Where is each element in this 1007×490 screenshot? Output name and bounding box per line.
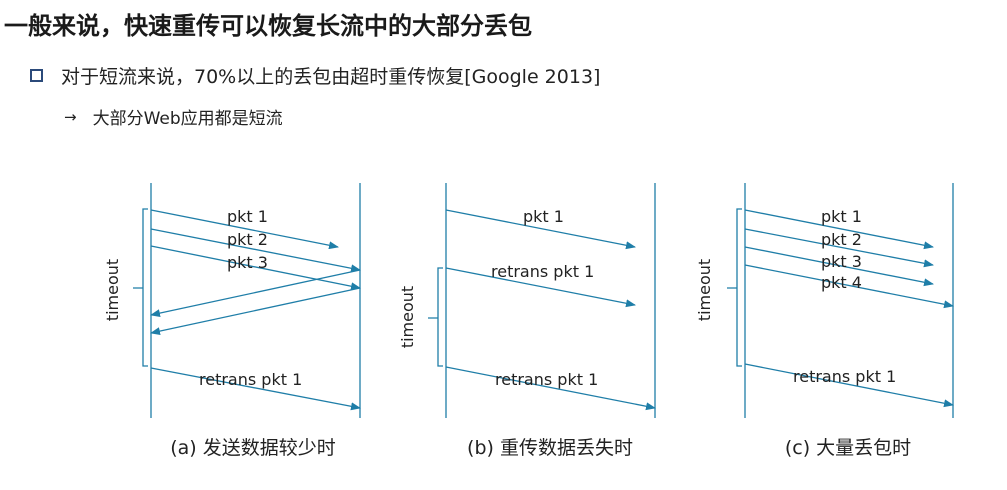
timeout-label: timeout [103,259,122,321]
square-bullet-icon [30,69,43,82]
packet-label: pkt 4 [821,273,862,292]
retrans-label: retrans pkt 1 [495,370,598,389]
slide-title: 一般来说，快速重传可以恢复长流中的大部分丢包 [4,12,532,40]
packet-label: pkt 1 [227,207,268,226]
packet-arrow [744,246,934,287]
diagram-caption: (b) 重传数据丢失时 [467,437,633,459]
ack-arrow [150,269,361,318]
packet-label: pkt 1 [821,207,862,226]
packet-arrow [744,209,934,250]
packet-arrow [744,264,954,309]
retrans-arrow [445,267,636,308]
packet-arrow [150,228,361,273]
packet-arrow [445,209,636,250]
diagram-caption: (a) 发送数据较少时 [170,437,336,459]
ack-arrow [150,287,361,336]
timeout-label: timeout [695,259,714,321]
packet-label: pkt 1 [523,207,564,226]
bullet-item: 对于短流来说，70%以上的丢包由超时重传恢复[Google 2013] [30,62,600,89]
bullet-text: 对于短流来说，70%以上的丢包由超时重传恢复[Google 2013] [61,66,601,88]
retrans-arrow [150,367,361,411]
diagram-c: timeout pkt 1 pkt 2 pkt 3 pkt 4 retrans … [695,183,954,459]
retrans-arrow [744,363,954,408]
packet-arrow [150,209,339,250]
arrow-bullet-icon: → [64,107,77,126]
retrans-label: retrans pkt 1 [793,367,896,386]
packet-label: pkt 2 [821,230,862,249]
diagram-b: timeout pkt 1 retrans pkt 1 retrans pkt … [398,183,656,459]
diagram-a: timeout pkt 1 pkt 2 pkt 3 retrans pkt 1 … [103,183,361,459]
retrans-label: retrans pkt 1 [491,262,594,281]
packet-label: pkt 3 [821,252,862,271]
packet-arrow [744,228,934,268]
timeout-bracket [727,208,742,367]
diagram-caption: (c) 大量丢包时 [785,437,911,459]
packet-label: pkt 3 [227,253,268,272]
packet-label: pkt 2 [227,230,268,249]
packet-arrow [150,245,361,291]
timeout-label: timeout [398,286,417,348]
timeout-bracket [428,267,443,367]
sub-bullet-item: → 大部分Web应用都是短流 [64,104,283,130]
timeout-bracket [133,208,148,367]
retrans-arrow [445,366,656,411]
retrans-label: retrans pkt 1 [199,370,302,389]
sub-bullet-text: 大部分Web应用都是短流 [92,109,283,129]
